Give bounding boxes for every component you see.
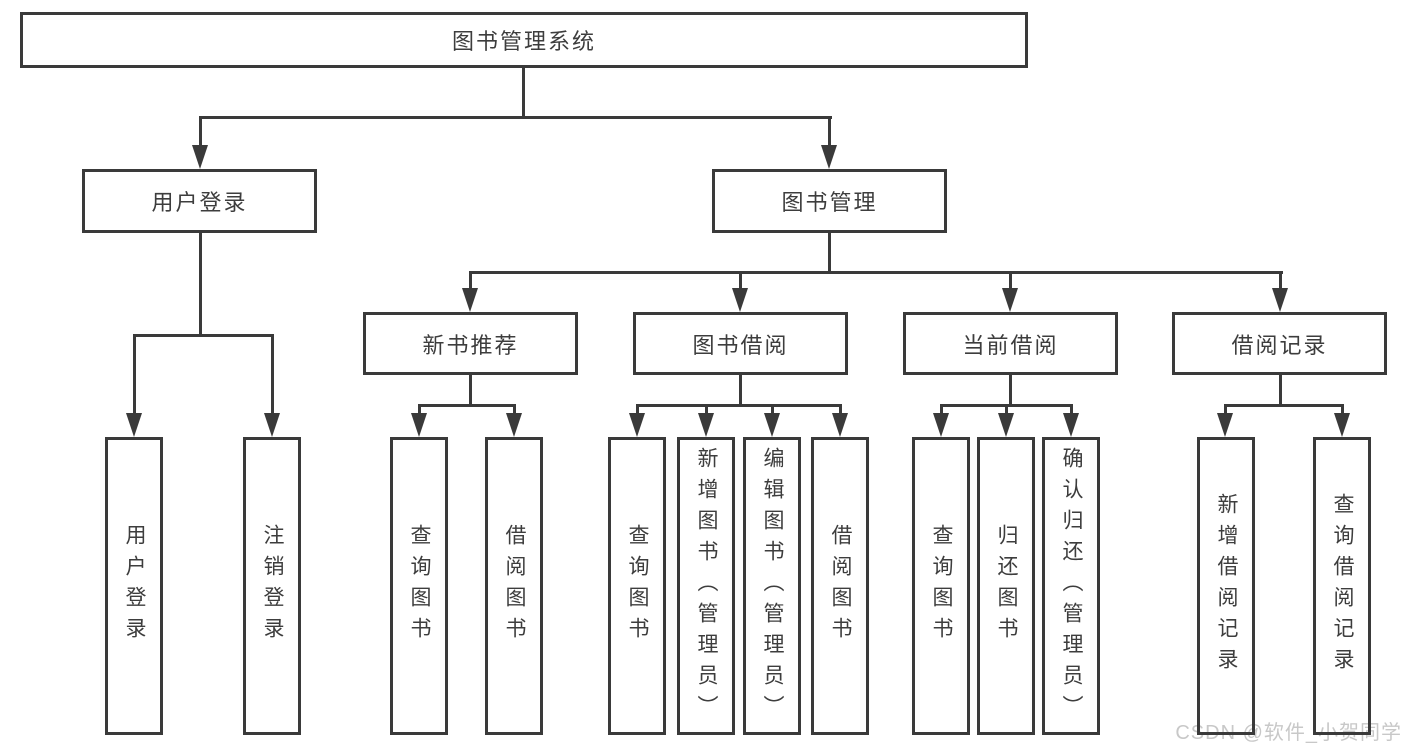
arrow-down-icon: [126, 413, 142, 437]
arrow-down-icon: [998, 413, 1014, 437]
arrow-down-icon: [1272, 288, 1288, 312]
node-borrow-books-1: 借阅图书: [485, 437, 543, 735]
arrow-down-icon: [462, 288, 478, 312]
connector-line: [828, 116, 831, 147]
arrow-down-icon: [732, 288, 748, 312]
node-book-borrow: 图书借阅: [633, 312, 848, 375]
node-add-book-admin: 新增图书（管理员）: [677, 437, 735, 735]
arrow-down-icon: [764, 413, 780, 437]
arrow-down-icon: [629, 413, 645, 437]
node-new-book-recommend: 新书推荐: [363, 312, 578, 375]
arrow-down-icon: [264, 413, 280, 437]
connector-line: [199, 116, 202, 147]
node-leaf-logout: 注销登录: [243, 437, 301, 735]
connector-line: [739, 375, 742, 407]
connector-line: [739, 271, 742, 293]
connector-line: [199, 116, 832, 119]
node-query-books-1: 查询图书: [390, 437, 448, 735]
connector-line: [839, 404, 842, 416]
node-query-books-3: 查询图书: [912, 437, 970, 735]
arrow-down-icon: [1063, 413, 1079, 437]
connector-line: [1224, 404, 1227, 416]
connector-line: [469, 271, 472, 293]
connector-line: [469, 271, 1283, 274]
node-return-books: 归还图书: [977, 437, 1035, 735]
arrow-down-icon: [411, 413, 427, 437]
node-borrow-records: 借阅记录: [1172, 312, 1387, 375]
arrow-down-icon: [698, 413, 714, 437]
node-edit-book-admin: 编辑图书（管理员）: [743, 437, 801, 735]
connector-line: [133, 334, 274, 337]
arrow-down-icon: [506, 413, 522, 437]
connector-line: [418, 404, 516, 407]
connector-line: [133, 334, 136, 415]
connector-line: [636, 404, 842, 407]
node-book-management: 图书管理: [712, 169, 947, 233]
connector-line: [1009, 375, 1012, 407]
connector-line: [771, 404, 774, 416]
node-query-borrow-record: 查询借阅记录: [1313, 437, 1371, 735]
connector-line: [1279, 271, 1282, 293]
connector-line: [513, 404, 516, 416]
connector-line: [271, 334, 274, 415]
connector-line: [940, 404, 943, 416]
node-leaf-user-login: 用户登录: [105, 437, 163, 735]
node-current-borrow: 当前借阅: [903, 312, 1118, 375]
connector-line: [1341, 404, 1344, 416]
connector-line: [199, 233, 202, 337]
connector-line: [828, 233, 831, 274]
node-confirm-return-admin: 确认归还（管理员）: [1042, 437, 1100, 735]
arrow-down-icon: [933, 413, 949, 437]
connector-line: [418, 404, 421, 416]
arrow-down-icon: [1217, 413, 1233, 437]
arrow-down-icon: [832, 413, 848, 437]
connector-line: [636, 404, 639, 416]
connector-line: [1279, 375, 1282, 407]
arrow-down-icon: [1334, 413, 1350, 437]
arrow-down-icon: [192, 145, 208, 169]
connector-line: [1005, 404, 1008, 416]
connector-line: [1009, 271, 1012, 293]
node-user-login: 用户登录: [82, 169, 317, 233]
arrow-down-icon: [1002, 288, 1018, 312]
connector-line: [1070, 404, 1073, 416]
arrow-down-icon: [821, 145, 837, 169]
watermark: CSDN @软件_小贺同学: [1175, 722, 1402, 744]
node-add-borrow-record: 新增借阅记录: [1197, 437, 1255, 735]
connector-line: [522, 68, 525, 119]
node-library-system: 图书管理系统: [20, 12, 1028, 68]
connector-line: [469, 375, 472, 407]
connector-line: [1224, 404, 1344, 407]
node-borrow-books-2: 借阅图书: [811, 437, 869, 735]
node-query-books-2: 查询图书: [608, 437, 666, 735]
connector-line: [705, 404, 708, 416]
